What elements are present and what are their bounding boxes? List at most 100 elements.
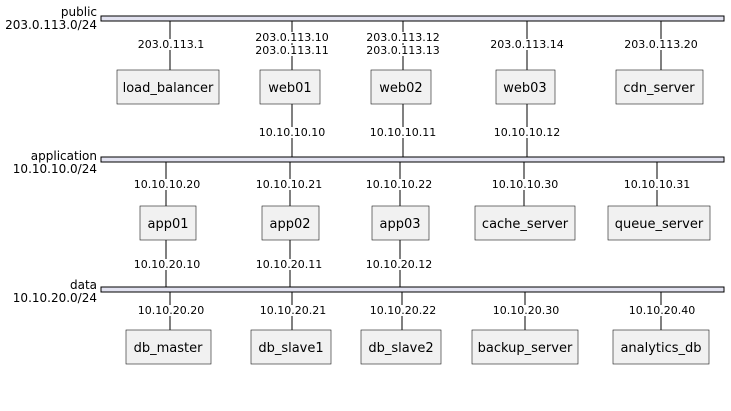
node-box	[607, 205, 711, 241]
node-box	[261, 205, 320, 241]
label-knockout	[288, 32, 296, 43]
node-box	[474, 205, 576, 241]
node-box	[116, 69, 220, 105]
label-knockout	[167, 305, 175, 316]
node-db_master[interactable]: db_master	[125, 329, 212, 365]
label-knockout	[395, 259, 403, 270]
node-box	[471, 329, 579, 365]
address-label: 203.0.113.10	[255, 31, 328, 44]
label-knockout	[521, 179, 529, 190]
label-knockout	[285, 259, 293, 270]
address-label: 10.10.20.40	[629, 304, 695, 317]
label-knockout	[285, 179, 293, 190]
node-label: web01	[268, 81, 311, 96]
address-label: 10.10.20.20	[138, 304, 204, 317]
node-box	[125, 329, 212, 365]
network-name: public	[61, 5, 97, 19]
network-bar	[100, 15, 725, 22]
network-data: data 10.10.20.0/24	[13, 278, 725, 305]
network-name: application	[31, 149, 97, 163]
label-knockout	[399, 127, 407, 138]
node-label: app02	[269, 217, 310, 232]
node-label: db_slave1	[258, 341, 323, 356]
node-web02[interactable]: web02	[370, 69, 432, 105]
node-box	[259, 69, 321, 105]
node-box	[371, 205, 430, 241]
address-label: 10.10.10.22	[366, 178, 432, 191]
node-label: queue_server	[615, 217, 704, 232]
node-box	[612, 329, 710, 365]
address-label: 203.0.113.13	[366, 44, 439, 57]
address-label: 10.10.20.21	[260, 304, 326, 317]
node-box	[139, 205, 197, 241]
address-label: 203.0.113.20	[624, 38, 697, 51]
node-analytics_db[interactable]: analytics_db	[612, 329, 710, 365]
node-label: analytics_db	[620, 341, 701, 356]
label-knockout	[653, 179, 661, 190]
label-knockout	[399, 305, 407, 316]
address-label: 203.0.113.14	[490, 38, 563, 51]
node-app02[interactable]: app02	[261, 205, 320, 241]
node-label: db_master	[134, 341, 204, 356]
address-label: 203.0.113.12	[366, 31, 439, 44]
node-label: app03	[379, 217, 420, 232]
address-label: 10.10.20.22	[370, 304, 436, 317]
node-label: backup_server	[478, 341, 573, 356]
node-cdn_server[interactable]: cdn_server	[615, 69, 704, 105]
node-web01[interactable]: web01	[259, 69, 321, 105]
network-public: public 203.0.113.0/24	[5, 5, 725, 32]
node-queue_server[interactable]: queue_server	[607, 205, 711, 241]
network-cidr: 10.10.20.0/24	[13, 291, 97, 305]
network-bar	[100, 156, 725, 163]
node-label: web02	[379, 81, 422, 96]
network-name: data	[70, 278, 97, 292]
label-knockout	[523, 39, 531, 50]
network-cidr: 203.0.113.0/24	[5, 18, 97, 32]
label-knockout	[163, 179, 171, 190]
address-label: 10.10.20.12	[366, 258, 432, 271]
node-label: db_slave2	[368, 341, 433, 356]
address-label: 10.10.10.31	[624, 178, 690, 191]
node-label: load_balancer	[123, 81, 214, 96]
node-label: app01	[147, 217, 188, 232]
label-knockout	[658, 305, 666, 316]
node-box	[250, 329, 332, 365]
label-knockout	[163, 259, 171, 270]
links	[165, 21, 662, 330]
node-label: cdn_server	[623, 81, 695, 96]
node-cache_server[interactable]: cache_server	[474, 205, 576, 241]
address-label: 10.10.20.30	[493, 304, 559, 317]
node-app01[interactable]: app01	[139, 205, 197, 241]
label-knockout	[522, 305, 530, 316]
network-bar	[100, 286, 725, 293]
address-label: 203.0.113.11	[255, 44, 328, 57]
node-box	[360, 329, 442, 365]
label-knockout	[288, 127, 296, 138]
node-box	[370, 69, 432, 105]
address-label: 10.10.10.12	[494, 126, 560, 139]
network-application: application 10.10.10.0/24	[13, 149, 725, 176]
node-label: cache_server	[482, 217, 569, 232]
node-box	[615, 69, 704, 105]
label-knockout	[167, 39, 175, 50]
node-label: web03	[503, 81, 546, 96]
label-knockout	[395, 179, 403, 190]
node-db_slave2[interactable]: db_slave2	[360, 329, 442, 365]
label-knockout	[399, 32, 407, 43]
node-app03[interactable]: app03	[371, 205, 430, 241]
network-cidr: 10.10.10.0/24	[13, 162, 97, 176]
node-box	[495, 69, 556, 105]
address-label: 203.0.113.1	[138, 38, 204, 51]
address-label: 10.10.10.30	[492, 178, 558, 191]
label-knockout	[657, 39, 665, 50]
node-load_balancer[interactable]: load_balancer	[116, 69, 220, 105]
address-label: 10.10.20.10	[134, 258, 200, 271]
address-label: 10.10.10.21	[256, 178, 322, 191]
node-web03[interactable]: web03	[495, 69, 556, 105]
node-db_slave1[interactable]: db_slave1	[250, 329, 332, 365]
node-backup_server[interactable]: backup_server	[471, 329, 579, 365]
label-knockout	[399, 45, 407, 56]
label-knockout	[288, 45, 296, 56]
label-knockout	[289, 305, 297, 316]
